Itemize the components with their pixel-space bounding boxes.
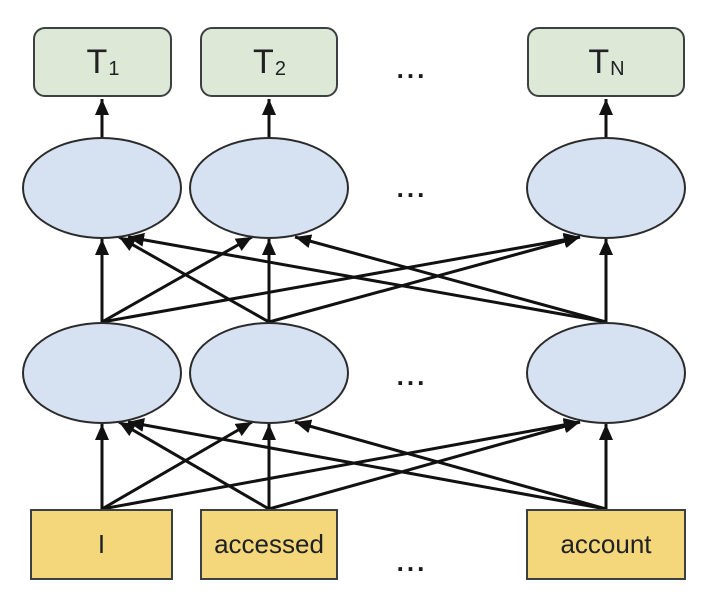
hidden-node-lower-2 <box>189 322 349 424</box>
connection-arrow <box>101 232 581 324</box>
input-label: accessed <box>214 529 324 559</box>
connection-arrow <box>127 417 607 511</box>
input-box-accessed: accessed <box>200 509 338 580</box>
input-box-account: account <box>526 509 686 580</box>
input-box-i: I <box>30 509 173 580</box>
connection-arrow <box>101 417 581 511</box>
hidden-node-upper-n <box>526 137 686 239</box>
input-label: account <box>560 529 652 559</box>
connection-arrow <box>118 235 270 324</box>
output-label: T <box>588 42 610 81</box>
hidden-node-upper-2 <box>189 137 349 239</box>
connection-arrow <box>118 420 270 511</box>
hidden-node-lower-n <box>526 322 686 424</box>
connection-arrow <box>294 419 607 511</box>
connection-arrow <box>101 235 253 324</box>
connection-arrow <box>127 232 607 324</box>
connection-arrow <box>268 419 581 511</box>
upper-row-ellipsis: ... <box>396 173 428 203</box>
input-label: I <box>97 529 106 559</box>
output-label: T <box>253 42 274 81</box>
output-label: T <box>86 42 108 81</box>
lower-row-ellipsis: ... <box>396 361 428 391</box>
connection-arrow <box>268 234 581 324</box>
hidden-node-upper-1 <box>22 137 182 239</box>
connection-arrow <box>294 234 607 324</box>
hidden-node-lower-1 <box>22 322 182 424</box>
connection-arrow <box>101 420 253 511</box>
input-row-ellipsis: ... <box>396 547 428 577</box>
output-row-ellipsis: ... <box>396 54 428 84</box>
